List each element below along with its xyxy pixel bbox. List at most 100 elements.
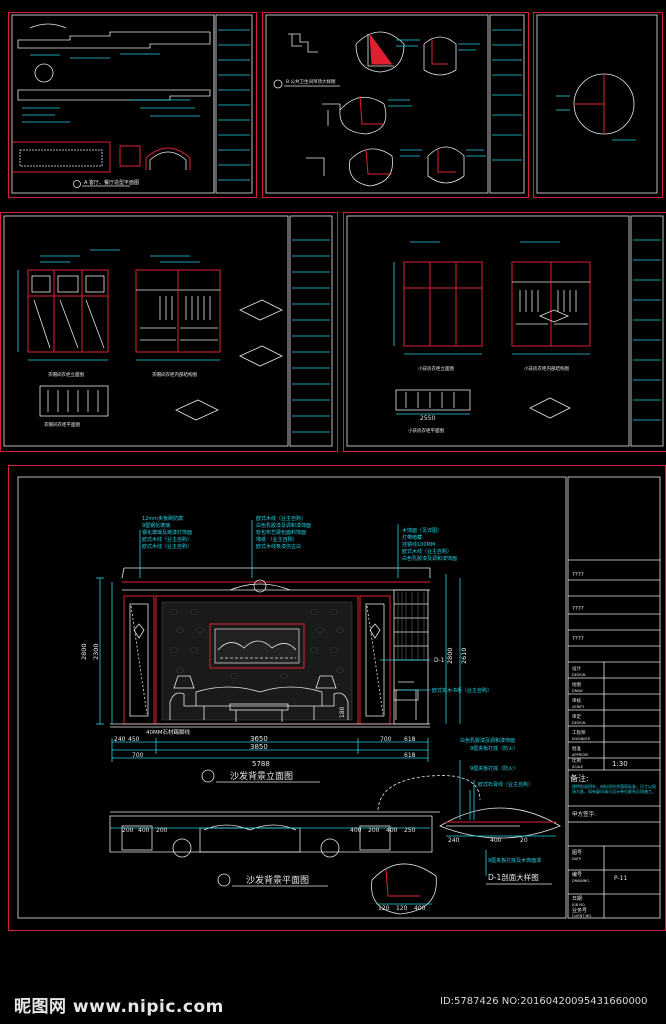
annot-left-3: 欧式木线（业主自购） xyxy=(142,536,192,543)
annot-right-3: 欧式木线（业主自购） xyxy=(402,548,452,555)
annot-mid-0: 欧式木线（业主自购） xyxy=(256,515,306,522)
tb-label-3: DRAW xyxy=(572,689,583,693)
tb-row-0: ???? xyxy=(572,572,584,578)
dim-side-3: 618 xyxy=(404,736,416,743)
annotations-mid: 欧式木线（业主自购） 白色乳胶漆及调和漆饰面 软包布艺硬包面料饰面 墙纸 （业主… xyxy=(251,515,311,578)
sheet2-drawing: B 公共卫生间吊顶大样图 xyxy=(265,14,525,194)
tb-label-1: DESIGN xyxy=(572,673,586,677)
dim-vert-left2: 2300 xyxy=(92,643,100,660)
sheet-ceiling-detail xyxy=(262,12,529,198)
annot-bottom: 40MM石材踢脚线 xyxy=(146,728,190,736)
annot-mid-4: 欧式木线条漆仿古白 xyxy=(256,543,301,550)
detail-dim-5: 400 xyxy=(414,905,426,912)
sheet4-caption-plan: 衣帽间衣柜平面图 xyxy=(44,421,80,428)
dim-span: 3650 xyxy=(250,735,268,743)
tb-date-label: 图号 xyxy=(572,850,582,856)
footer-bar xyxy=(0,986,666,1024)
tb-label-5: VERIFY xyxy=(572,705,585,709)
sheet-detail-circle xyxy=(533,12,663,198)
annot-left-2: 钢化玻璃及烤漆灯饰面 xyxy=(142,529,192,536)
annot-detail-0: 白色乳胶漆及调和漆饰面 xyxy=(460,737,515,744)
plan-dim-0: 200 xyxy=(122,827,134,834)
annot-side: 欧式实木书柜（业主自购） xyxy=(432,687,492,694)
annot-right-0: 木饰面（见详图） xyxy=(402,527,442,534)
annot-right-1: 灯带暗藏 xyxy=(402,534,422,541)
detail-dim-2: 20 xyxy=(520,837,528,844)
annot-left-4: 欧式木线（业主自购） xyxy=(142,543,192,550)
plan-title: 沙发背景平面图 xyxy=(246,874,309,886)
tb-label-2: 绘图 xyxy=(572,681,581,688)
tb-row-2: ???? xyxy=(572,636,584,642)
dim-side-4: 618 xyxy=(404,752,416,759)
tb-label-11: APPROVE xyxy=(572,753,588,757)
dim-side-2: 700 xyxy=(132,752,144,759)
tb-sheet-no-en: DRAWING xyxy=(572,879,589,883)
annot-right-4: 白色乳胶漆及调和漆饰面 xyxy=(402,555,457,562)
detail-tag: D-1 xyxy=(434,657,445,664)
tb-remarks-text: 除特别说明外，材料须符合国家标准，尺寸以现场为准，如有疑问请与设计单位联系后再施… xyxy=(572,784,656,794)
tb-scale-value: 1:30 xyxy=(612,760,628,768)
annotations-right: 木饰面（见详图） 灯带暗藏 挂镜线100MM 欧式木线（业主自购） 白色乳胶漆及… xyxy=(397,524,457,578)
sheet5-dim: 2550 xyxy=(420,415,435,422)
annot-mid-2: 软包布艺硬包面料饰面 xyxy=(256,529,306,536)
site-logo[interactable]: 昵图网 www.nipic.com xyxy=(14,997,224,1017)
sofa-elevation: 2800 2300 2800 2610 3650 3850 5788 240 4… xyxy=(80,515,492,783)
image-id: ID:5787426 NO:20160420095431660000 xyxy=(440,996,648,1007)
detail-dim-4: 120 xyxy=(396,905,408,912)
plan-dim-6: 250 xyxy=(404,827,416,834)
tb-label-0: 设计 xyxy=(572,665,581,672)
dim-side-1: 450 xyxy=(128,736,140,743)
annotations-left: 12mm夹板刷防腐 9厘钢化玻璃 钢化玻璃及烤漆灯饰面 欧式木线（业主自购） 欧… xyxy=(139,515,192,578)
sheet1-caption: A 客厅、餐厅造型平面图 xyxy=(84,179,139,186)
tb-signature-label: 甲方签字: xyxy=(572,810,596,818)
plan-dim-3: 400 xyxy=(350,827,362,834)
tb-client-label: 业务号 xyxy=(572,907,587,914)
tb-project-label: 日期 xyxy=(572,896,582,902)
dim-vert-left: 2800 xyxy=(80,643,88,660)
tb-scale-label: 比例 xyxy=(572,757,581,764)
sheet-wardrobe-kids xyxy=(343,212,666,452)
sheet-wardrobe-cloakroom xyxy=(0,212,338,452)
tb-remarks-label: 备注: xyxy=(570,773,589,783)
tb-label-10: 批准 xyxy=(572,745,581,752)
tb-scale-label-en: SCALE xyxy=(572,765,583,769)
sheet5-drawing: 小孩房衣柜立面图 小孩房衣柜内部结构图 2550 小孩房衣柜平面图 xyxy=(346,215,664,447)
dim-side-6: 180 xyxy=(339,706,346,718)
dim-vert-right2: 2610 xyxy=(460,647,468,664)
detail-dim-3: 120 xyxy=(378,905,390,912)
tb-client-en: CLIENT NO. xyxy=(572,914,592,918)
annot-right-2: 挂镜线100MM xyxy=(402,541,435,548)
sofa-plan: 200 400 200 400 200 400 250 沙发背景平面图 xyxy=(109,811,440,887)
annot-detail-3: 欧式石膏线（业主自购） xyxy=(478,781,533,788)
annot-mid-1: 白色乳胶漆及调和漆饰面 xyxy=(256,522,311,529)
annot-detail-4: 9厘夹板打底及木饰面漆 xyxy=(488,857,541,864)
tb-label-8: 工程师 xyxy=(572,729,586,736)
sheet4-caption-elev: 衣帽间衣柜立面图 xyxy=(48,371,84,378)
plan-dim-2: 200 xyxy=(156,827,168,834)
dim-span2: 3850 xyxy=(250,743,268,751)
sheet3-drawing xyxy=(536,14,658,194)
dim-vert-right: 2800 xyxy=(446,647,454,664)
tb-label-4: 审核 xyxy=(572,697,581,704)
cad-drawings: A 客厅、餐厅造型平面图 B 公共卫生间吊顶大样图 xyxy=(3,14,664,919)
annot-mid-3: 墙纸 （业主自购） xyxy=(256,536,298,543)
sheet4-caption-inner: 衣帽间衣柜内部结构图 xyxy=(152,371,197,378)
dim-side-5: 700 xyxy=(380,736,392,743)
annot-left-0: 12mm夹板刷防腐 xyxy=(142,515,183,522)
sheet2-caption: B 公共卫生间吊顶大样图 xyxy=(286,78,336,85)
tb-job-label: JOB NO. xyxy=(571,903,586,907)
tb-row-1: ???? xyxy=(572,606,584,612)
detail-dim-0: 240 xyxy=(448,837,460,844)
tb-sheet-no-label: 编号 xyxy=(572,871,582,878)
sheet5-caption-inner: 小孩房衣柜内部结构图 xyxy=(524,365,569,372)
elev-title: 沙发背景立面图 xyxy=(230,770,293,782)
detail-d1: 240 400 20 白色乳胶漆及调和漆饰面 9厘夹板打底（防火） 9厘夹板打底… xyxy=(371,737,561,915)
annot-detail-2: 9厘夹板打底（防火） xyxy=(470,765,518,772)
tb-label-6: 审定 xyxy=(572,713,581,720)
sheet4-drawing: 衣帽间衣柜立面图 衣帽间衣柜内部结构图 衣帽间衣柜平面图 xyxy=(3,215,333,447)
plan-dim-5: 400 xyxy=(386,827,398,834)
plan-dim-1: 400 xyxy=(138,827,150,834)
tb-label-9: ENGINEER xyxy=(572,737,591,741)
annot-left-1: 9厘钢化玻璃 xyxy=(142,522,170,529)
dim-side-0: 240 xyxy=(114,736,126,743)
